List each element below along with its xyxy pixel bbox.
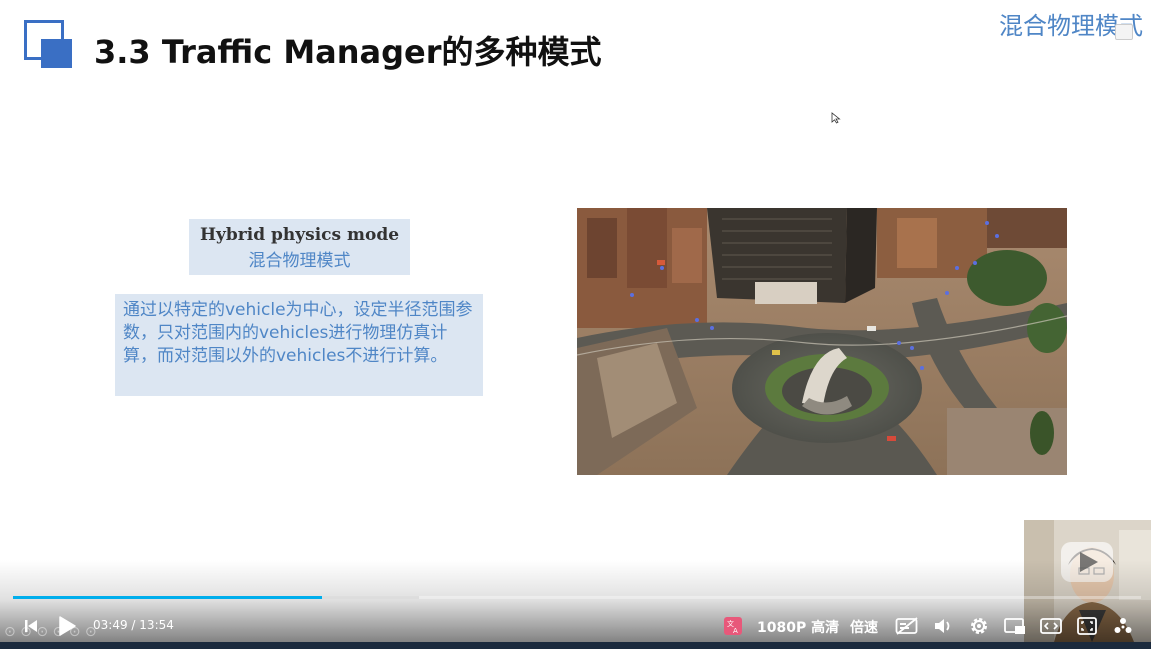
svg-text:A: A [733, 627, 738, 635]
quality-button[interactable]: 1080P 高清 [757, 620, 840, 636]
volume-button[interactable] [933, 614, 953, 638]
pip-button[interactable] [1004, 614, 1026, 638]
subtitle-translate-button[interactable]: 文 A [724, 614, 742, 638]
progress-played [13, 596, 323, 599]
prev-button[interactable] [22, 614, 40, 638]
fullscreen-icon [1077, 617, 1097, 635]
settings-icon [971, 618, 987, 634]
svg-text:文: 文 [727, 619, 734, 628]
widescreen-icon [1040, 618, 1062, 634]
fullscreen-button[interactable] [1076, 614, 1098, 638]
play-icon [59, 616, 76, 636]
mode-title-box: Hybrid physics mode 混合物理模式 [189, 219, 410, 275]
corner-mini-icon [1115, 24, 1133, 40]
effect-icon [1114, 618, 1132, 633]
slide-title: 3.3 Traffic Manager的多种模式 [94, 33, 602, 71]
current-time: 03:49 [93, 618, 128, 632]
effect-button[interactable] [1112, 614, 1134, 638]
settings-button[interactable] [969, 614, 989, 638]
video-control-overlay [0, 560, 1151, 649]
bottom-edge-bar [0, 642, 1151, 649]
danmaku-toggle-button[interactable] [894, 614, 920, 638]
mouse-cursor-icon [831, 112, 841, 124]
progress-bar[interactable] [13, 596, 1141, 599]
description-text: 通过以特定的vehicle为中心，设定半径范围参数，只对范围内的vehicles… [123, 300, 473, 366]
volume-icon [935, 619, 950, 633]
prev-icon [25, 620, 37, 632]
subtitle-translate-icon: 文 A [724, 617, 742, 635]
description-box: 通过以特定的vehicle为中心，设定半径范围参数，只对范围内的vehicles… [115, 294, 483, 396]
mode-title-english: Hybrid physics mode [199, 225, 400, 245]
widescreen-button[interactable] [1040, 614, 1062, 638]
time-display: 03:49 / 13:54 [93, 618, 174, 632]
mode-title-chinese: 混合物理模式 [248, 251, 351, 271]
slide-logo [24, 20, 72, 68]
danmaku-off-icon [895, 617, 918, 635]
faint-danmaku-row: ⊙ ⊙ ⊙ ⊙ ⊙ ⊙ [4, 624, 97, 640]
picture-in-picture-icon [1004, 618, 1025, 634]
carla-simulation-image [577, 208, 1067, 475]
time-separator: / [131, 618, 136, 632]
total-time: 13:54 [139, 618, 174, 632]
speed-button[interactable]: 倍速 [850, 620, 878, 636]
play-button[interactable] [56, 614, 78, 638]
